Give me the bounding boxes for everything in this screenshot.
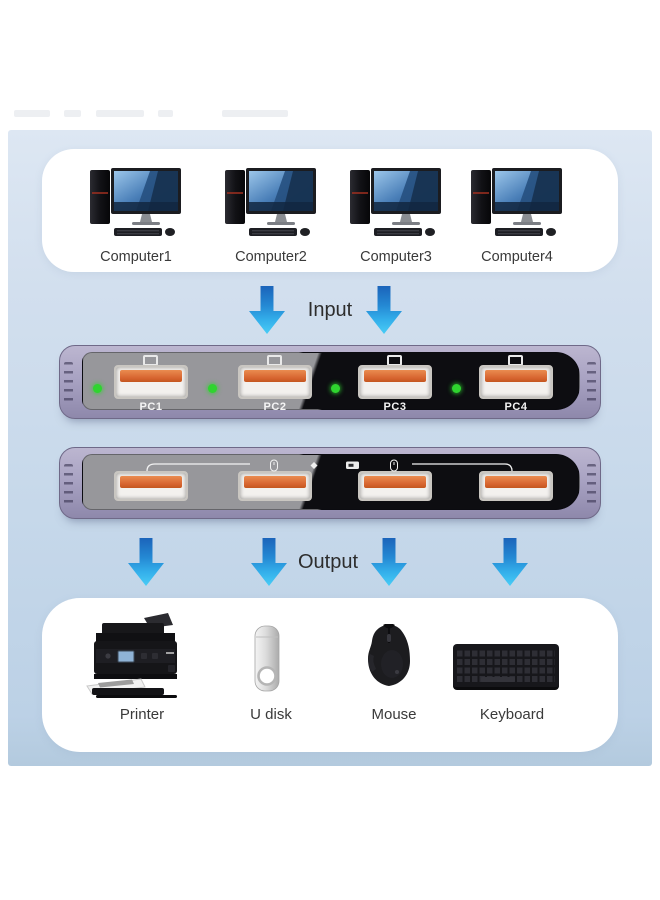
computer-3: Computer3	[344, 162, 448, 265]
rib-texture	[64, 362, 73, 402]
usb-tongue	[120, 476, 182, 488]
computer-2: Computer2	[219, 162, 323, 265]
watermark-smudge	[64, 110, 81, 117]
usb-tongue	[244, 370, 306, 382]
computer-1: Computer1	[84, 162, 188, 265]
usb-port-out2	[238, 471, 312, 501]
port-label-pc1: PC1	[139, 401, 163, 413]
desktop-computer-icon	[90, 168, 181, 236]
usb-tongue	[364, 476, 426, 488]
usb-port-out1	[114, 471, 188, 501]
rib-texture	[64, 464, 73, 504]
usb-tongue	[485, 370, 547, 382]
watermark-smudge	[14, 110, 50, 117]
diamond-icon	[310, 462, 318, 469]
usb-port-pc3	[358, 365, 432, 399]
usb-port-out3	[358, 471, 432, 501]
usb-tongue	[244, 476, 306, 488]
printer-label: Printer	[119, 706, 165, 723]
computer-label: Computer2	[235, 249, 307, 265]
keyboard-keys	[457, 648, 555, 682]
computer-label: Computer1	[100, 249, 172, 265]
port-label-pc3: PC3	[383, 401, 407, 413]
led-indicator-pc1	[93, 384, 102, 393]
usb-port-pc4	[479, 365, 553, 399]
port-label-pc2: PC2	[263, 401, 287, 413]
rib-texture	[587, 362, 596, 402]
led-indicator-pc3	[331, 384, 340, 393]
mouse-label: Mouse	[371, 706, 417, 723]
kvm-switch-top-view: PC1 PC2 PC3 PC4	[59, 345, 601, 419]
computer-label: Computer3	[360, 249, 432, 265]
desktop-computer-icon	[350, 168, 441, 236]
usb-tongue	[364, 370, 426, 382]
cable-bracket-icon	[146, 463, 250, 472]
printer-icon	[86, 613, 177, 698]
computer-label: Computer4	[481, 249, 553, 265]
mouse-icon	[270, 459, 278, 472]
keyboard-icon	[453, 644, 559, 690]
keyboard-label: Keyboard	[479, 706, 545, 723]
usb-tongue	[485, 476, 547, 488]
desktop-computer-icon	[225, 168, 316, 236]
udisk-label: U disk	[250, 706, 292, 723]
led-indicator-pc2	[208, 384, 217, 393]
switch-slot-notch	[348, 463, 354, 467]
mouse-icon	[368, 624, 410, 686]
computer-4: Computer4	[465, 162, 569, 265]
watermark-smudge	[96, 110, 144, 117]
led-indicator-pc4	[452, 384, 461, 393]
keyboard-spacebar	[481, 677, 515, 682]
usb-port-out4	[479, 471, 553, 501]
usb-port-pc1	[114, 365, 188, 399]
cable-bracket-icon	[412, 463, 513, 472]
usb-tongue	[120, 370, 182, 382]
usb-port-pc2	[238, 365, 312, 399]
rib-texture	[587, 464, 596, 504]
mouse-icon	[390, 459, 398, 472]
watermark-smudge	[158, 110, 173, 117]
switch-slot-icon	[346, 461, 359, 469]
kvm-face: PC1 PC2 PC3 PC4	[82, 352, 580, 413]
usb-drive-icon	[254, 625, 280, 692]
output-label: Output	[297, 551, 359, 573]
watermark-smudge	[222, 110, 288, 117]
desktop-computer-icon	[471, 168, 562, 236]
kvm-face	[82, 454, 580, 510]
port-label-pc4: PC4	[504, 401, 528, 413]
input-label: Input	[307, 299, 353, 321]
kvm-switch-front-view	[59, 447, 601, 519]
